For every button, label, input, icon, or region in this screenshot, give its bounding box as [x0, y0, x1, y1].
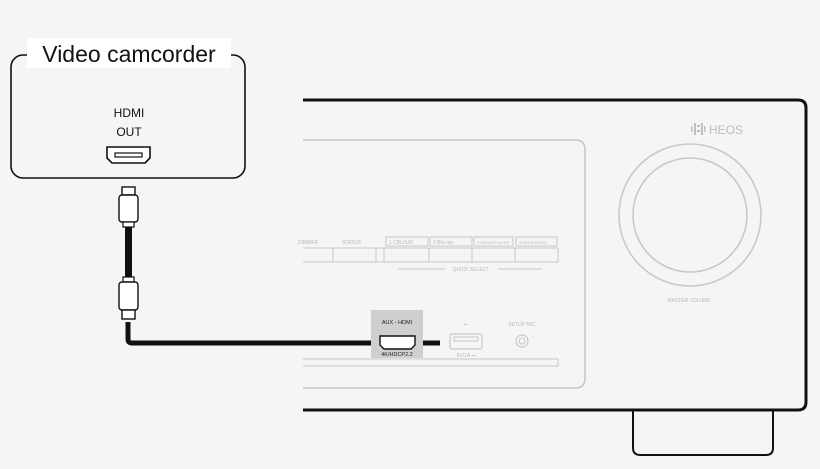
plug-neck-bottom: [122, 276, 135, 283]
master-volume-label: MASTER VOLUME: [667, 298, 711, 304]
heos-logo-icon: [691, 123, 706, 135]
quick-select-4-label: 4 HEOS MUSIC: [519, 240, 548, 245]
plug-tip-top: [121, 186, 136, 196]
cable-segment: [125, 227, 132, 277]
front-panel: [303, 139, 586, 389]
camcorder-title: Video camcorder: [42, 41, 216, 67]
usb-port[interactable]: [449, 333, 483, 350]
av-receiver: DIMMER STATUS 1 CBL/SAT 2 Blu-ray 3 MEDI…: [298, 98, 808, 456]
plug-body-top: [118, 194, 139, 223]
setup-mic-jack[interactable]: [515, 334, 529, 348]
quick-select-1-button[interactable]: [385, 236, 429, 247]
hdmi-cable: [118, 186, 440, 346]
usb-icon: ⭠: [464, 322, 469, 328]
dimmer-label: DIMMER: [298, 240, 319, 246]
quick-select-2-label: 2 Blu-ray: [433, 240, 454, 246]
plug-neck-top: [122, 221, 135, 228]
usb-label: 5V/1A ⎓: [457, 353, 476, 359]
hdmi-out-port-icon: [106, 146, 151, 164]
aux-hdmi-port-icon[interactable]: [379, 335, 416, 350]
mic-jack-inner: [518, 337, 526, 345]
quick-select-3-label: 3 MEDIA PLAYER: [477, 240, 509, 245]
master-volume-knob[interactable]: [632, 157, 748, 273]
usb-slot: [453, 336, 479, 342]
quick-select-2-button[interactable]: [429, 236, 473, 247]
quick-select-1-label: 1 CBL/SAT: [389, 240, 414, 246]
title-background: [27, 38, 231, 68]
button-row: [303, 247, 559, 263]
quick-select-3-button[interactable]: [473, 236, 514, 247]
quick-select-label: QUICK SELECT: [453, 267, 490, 273]
master-volume-knob-outer[interactable]: [618, 143, 762, 287]
hdmi-port-slot: [114, 152, 143, 158]
aux-hdmi-sublabel: 4K/HDCP2.2: [381, 352, 413, 358]
hdmi-out-label-line2: OUT: [116, 125, 142, 139]
video-camcorder: Video camcorder HDMI OUT: [10, 38, 246, 179]
receiver-body: [303, 98, 808, 412]
setup-mic-label: SETUP MIC: [508, 322, 536, 328]
aux-hdmi-highlight: [371, 310, 423, 358]
status-label: STATUS: [342, 240, 362, 246]
aux-hdmi-label: AUX - HDMI: [382, 320, 413, 326]
bottom-rail: [303, 358, 559, 367]
plug-body-bottom: [118, 281, 139, 311]
plug-tip-bottom: [121, 309, 136, 320]
hdmi-out-label-line1: HDMI: [114, 106, 145, 120]
receiver-foot: [632, 410, 774, 456]
quick-select-4-button[interactable]: [515, 236, 558, 247]
cable-run: [125, 322, 440, 346]
heos-brand: HEOS: [709, 123, 743, 137]
